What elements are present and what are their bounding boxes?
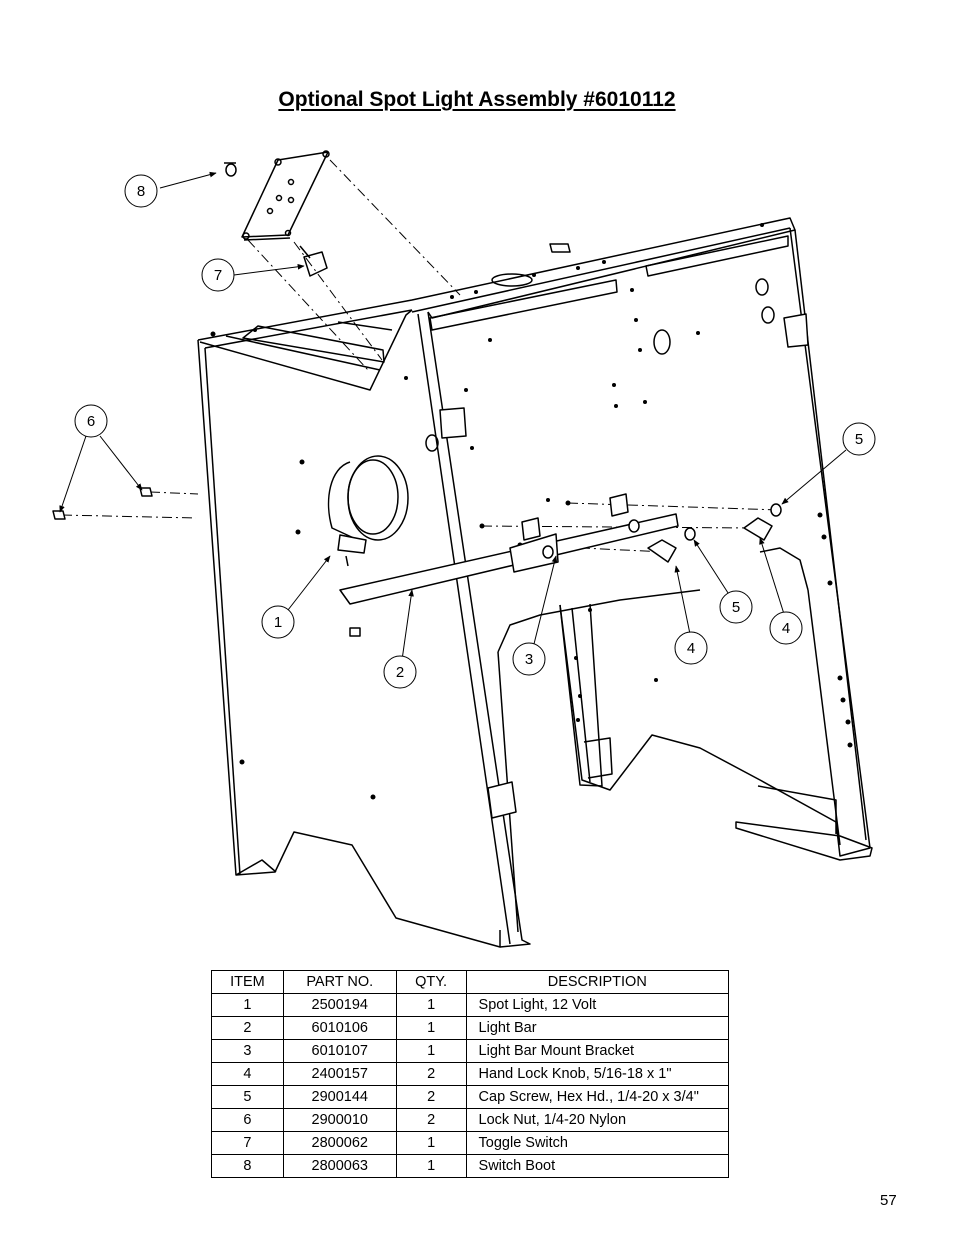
assembly-diagram: 1 2 3 4 4 5 5 6 7 8 — [52, 150, 876, 948]
callout-1: 1 — [261, 605, 295, 639]
callout-2: 2 — [383, 655, 417, 689]
svg-text:3: 3 — [525, 651, 533, 668]
header-part-no: PART NO. — [282, 970, 397, 994]
item-cell: 8 — [211, 1154, 284, 1178]
svg-text:5: 5 — [855, 431, 863, 448]
mounting-holes — [210, 223, 853, 800]
item-cell: 2 — [211, 1016, 284, 1040]
hand-lock-knobs — [647, 517, 773, 563]
description-cell: Light Bar Mount Bracket — [465, 1039, 730, 1063]
callout-7: 7 — [201, 258, 235, 292]
svg-text:2: 2 — [396, 664, 404, 681]
header-item: ITEM — [211, 970, 284, 994]
description-cell: Light Bar — [465, 1016, 730, 1040]
item-cell: 5 — [211, 1085, 284, 1109]
toggle-switch — [299, 245, 328, 277]
item-cell: 6 — [211, 1108, 284, 1132]
mounting-plate — [241, 150, 330, 241]
part-no-cell: 2800062 — [282, 1131, 397, 1155]
switch-boot — [224, 162, 237, 177]
parts-table: ITEM PART NO. QTY. DESCRIPTION 1 2500194… — [211, 970, 730, 1178]
qty-cell: 1 — [395, 1154, 467, 1178]
part-no-cell: 2500194 — [282, 993, 397, 1017]
svg-text:1: 1 — [274, 614, 282, 631]
table-row: 2 6010106 1 Light Bar — [211, 1016, 730, 1040]
table-row: 5 2900144 2 Cap Screw, Hex Hd., 1/4-20 x… — [211, 1085, 730, 1109]
light-bar — [339, 513, 679, 605]
callout-4b: 4 — [769, 611, 803, 645]
qty-cell: 1 — [395, 993, 467, 1017]
qty-cell: 2 — [395, 1062, 467, 1086]
frame-console — [197, 217, 873, 948]
table-row: 4 2400157 2 Hand Lock Knob, 5/16-18 x 1" — [211, 1062, 730, 1086]
item-cell: 1 — [211, 993, 284, 1017]
table-row: 6 2900010 2 Lock Nut, 1/4-20 Nylon — [211, 1108, 730, 1132]
callout-6: 6 — [74, 404, 108, 438]
table-row: 3 6010107 1 Light Bar Mount Bracket — [211, 1039, 730, 1063]
leader-lines — [59, 171, 847, 661]
item-cell: 7 — [211, 1131, 284, 1155]
description-cell: Hand Lock Knob, 5/16-18 x 1" — [465, 1062, 730, 1086]
description-cell: Lock Nut, 1/4-20 Nylon — [465, 1108, 730, 1132]
part-no-cell: 2800063 — [282, 1154, 397, 1178]
callout-3: 3 — [512, 642, 546, 676]
table-header-row: ITEM PART NO. QTY. DESCRIPTION — [211, 970, 730, 994]
svg-text:6: 6 — [87, 413, 95, 430]
part-no-cell: 2400157 — [282, 1062, 397, 1086]
page-number: 57 — [880, 1192, 897, 1209]
part-no-cell: 2900010 — [282, 1108, 397, 1132]
qty-cell: 1 — [395, 1016, 467, 1040]
item-cell: 3 — [211, 1039, 284, 1063]
svg-text:8: 8 — [137, 183, 145, 200]
callout-5b: 5 — [842, 422, 876, 456]
qty-cell: 2 — [395, 1085, 467, 1109]
item-cell: 4 — [211, 1062, 284, 1086]
description-cell: Spot Light, 12 Volt — [465, 993, 730, 1017]
spot-light — [327, 455, 409, 637]
description-cell: Toggle Switch — [465, 1131, 730, 1155]
cap-screws — [542, 503, 782, 559]
callout-4a: 4 — [674, 631, 708, 665]
alignment-lines — [61, 159, 781, 553]
header-description: DESCRIPTION — [465, 970, 730, 994]
part-no-cell: 6010107 — [282, 1039, 397, 1063]
part-no-cell: 6010106 — [282, 1016, 397, 1040]
page-title: Optional Spot Light Assembly #6010112 — [278, 88, 676, 111]
callout-5a: 5 — [719, 590, 753, 624]
qty-cell: 2 — [395, 1108, 467, 1132]
svg-text:4: 4 — [782, 620, 790, 637]
svg-text:7: 7 — [214, 267, 222, 284]
header-qty: QTY. — [395, 970, 467, 994]
table-row: 7 2800062 1 Toggle Switch — [211, 1131, 730, 1155]
svg-text:5: 5 — [732, 599, 740, 616]
qty-cell: 1 — [395, 1039, 467, 1063]
callout-8: 8 — [124, 174, 158, 208]
table-row: 8 2800063 1 Switch Boot — [211, 1154, 730, 1178]
description-cell: Switch Boot — [465, 1154, 730, 1178]
mount-bracket — [521, 493, 629, 541]
lock-nuts — [52, 487, 153, 520]
svg-text:4: 4 — [687, 640, 695, 657]
qty-cell: 1 — [395, 1131, 467, 1155]
part-no-cell: 2900144 — [282, 1085, 397, 1109]
table-row: 1 2500194 1 Spot Light, 12 Volt — [211, 993, 730, 1017]
description-cell: Cap Screw, Hex Hd., 1/4-20 x 3/4" — [465, 1085, 730, 1109]
